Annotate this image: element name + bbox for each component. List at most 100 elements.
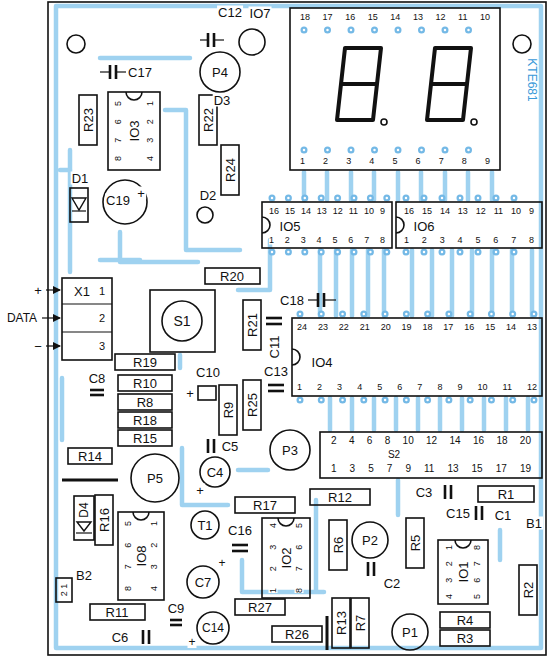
- part-label: R16: [98, 507, 111, 533]
- ic-outlines: [262, 202, 392, 248]
- part-label: C17: [127, 66, 153, 79]
- solder-pads: [300, 399, 534, 402]
- ic-outlines: [126, 92, 142, 100]
- part-label: R13: [335, 610, 348, 636]
- resistor-symbols: [351, 598, 369, 648]
- solder-pads: [406, 195, 532, 202]
- capacitor-symbols: [187, 566, 219, 598]
- pin-numbers: 8 7 6 5: [124, 521, 133, 591]
- part-label: +: [187, 636, 196, 648]
- pin-numbers: 5 6 7 8: [473, 545, 482, 599]
- solder-pads: [300, 311, 534, 318]
- part-label: R11: [105, 606, 130, 619]
- part-label: R18: [132, 414, 158, 427]
- pin-numbers: 1 2 3 4 5 6 7 8: [269, 236, 385, 245]
- capacitor-symbols: [373, 562, 376, 576]
- part-label: R25: [246, 392, 259, 418]
- capacitor-symbols: [200, 39, 208, 40]
- part-label: R1: [497, 488, 516, 501]
- part-label: DATA: [6, 312, 38, 324]
- pin-numbers: 8 7 6 5: [114, 101, 123, 161]
- part-label: IO8: [135, 545, 148, 568]
- capacitor-symbols: [266, 317, 282, 320]
- part-label: IO6: [413, 220, 436, 233]
- part-label: C1: [494, 509, 513, 522]
- connector-and-switch: [162, 301, 202, 341]
- resistor-symbols: [95, 495, 113, 545]
- connector-and-switch: [62, 331, 112, 332]
- ic-outlines: [108, 92, 542, 604]
- resistor-symbols: [519, 565, 537, 615]
- part-label: R24: [224, 157, 237, 183]
- part-label: R9: [222, 401, 235, 420]
- part-label: R10: [132, 377, 158, 390]
- capacitor-symbols: [444, 485, 447, 499]
- resistor-symbols: [332, 598, 350, 648]
- ic-outlines: [455, 540, 471, 548]
- solder-pads: [304, 147, 492, 154]
- resistor-symbols: [118, 394, 172, 410]
- part-label: C6: [111, 631, 130, 644]
- resistor-symbols: [118, 375, 172, 391]
- jumper-wires: [62, 480, 327, 650]
- connector-and-switch: [62, 303, 112, 304]
- ic-outlines: [320, 432, 542, 478]
- display-symbol: [381, 119, 387, 125]
- resistor-symbols: [68, 448, 112, 464]
- capacitor-symbols: [90, 389, 104, 392]
- round-parts: [131, 29, 428, 650]
- solder-pads: [406, 197, 532, 200]
- display-symbol: [427, 48, 471, 120]
- ic-outlines: [108, 92, 160, 170]
- capacitor-symbols: [170, 624, 182, 627]
- diode-symbols: [74, 496, 94, 540]
- part-label: +: [136, 187, 146, 200]
- display-symbol: [471, 119, 477, 125]
- resistor-symbols: [118, 412, 172, 428]
- part-label: R21: [246, 312, 259, 338]
- resistor-symbols: [310, 489, 370, 505]
- ic-outlines: [292, 349, 300, 365]
- capacitor-symbols: [232, 550, 248, 553]
- round-parts: [191, 511, 219, 539]
- jumper-wires: [326, 616, 329, 650]
- part-label: S2: [387, 450, 401, 460]
- part-label: R4: [456, 614, 475, 627]
- resistor-symbols: [243, 300, 261, 350]
- capacitor-symbols: [308, 299, 318, 300]
- round-parts: [392, 614, 428, 650]
- resistor-symbols: [406, 518, 424, 568]
- part-label: C18: [279, 294, 305, 307]
- capacitor-symbols: [450, 485, 453, 499]
- part-label: IO1: [457, 561, 470, 584]
- capacitor-symbols: [100, 71, 110, 72]
- copper-traces: [304, 172, 492, 200]
- diode-symbols: [77, 522, 91, 531]
- pin-numbers: 16 15 14 13 12 11 10 9: [269, 207, 385, 216]
- part-label: R20: [219, 270, 245, 283]
- part-label: D4: [78, 501, 90, 518]
- part-label: C9: [167, 602, 186, 615]
- connector-and-switch: [62, 278, 112, 360]
- part-label: IO7: [249, 7, 272, 20]
- solder-pads: [304, 27, 492, 34]
- connector-and-switch: [56, 578, 72, 602]
- part-label: C15: [445, 507, 471, 520]
- part-label: D2: [199, 189, 218, 202]
- part-label: C16: [227, 524, 253, 537]
- part-label: T1: [196, 519, 213, 532]
- solder-pads: [300, 313, 534, 316]
- resistor-symbols: [205, 268, 260, 284]
- part-label: R17: [252, 499, 278, 512]
- capacitor-symbols: [200, 457, 230, 487]
- resistor-symbols: [440, 630, 490, 646]
- resistor-symbols: [478, 486, 534, 502]
- pin-numbers: 4 3 2 1: [445, 545, 454, 599]
- resistor-symbols: [243, 380, 261, 430]
- pin-numbers: 16 15 14 13 12 11 10 9: [404, 207, 534, 216]
- capacitor-symbols: [103, 180, 147, 224]
- capacitor-symbols: [232, 544, 248, 547]
- part-label: C12: [217, 6, 243, 19]
- resistor-symbols: [272, 626, 322, 642]
- solder-pads: [272, 249, 387, 256]
